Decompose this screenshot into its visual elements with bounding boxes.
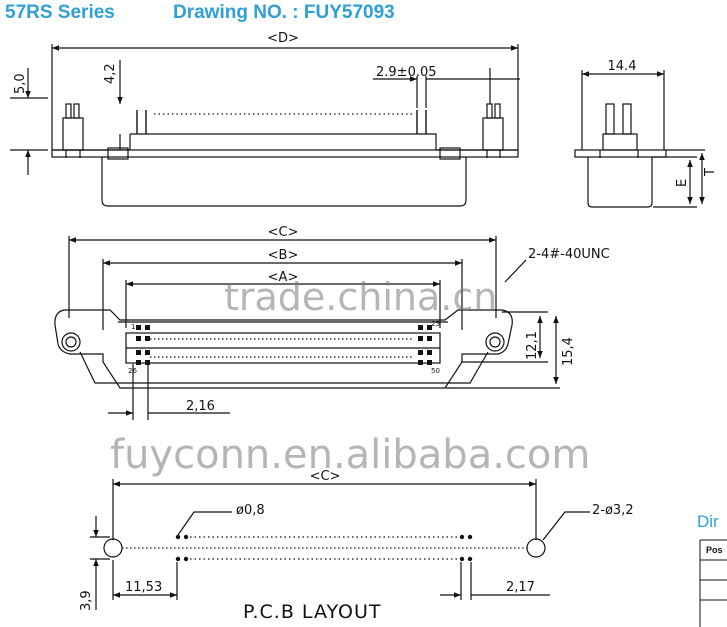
dim-2-16: 2,16 [186,399,215,414]
side-table-title: Dir [697,512,719,531]
front-view [10,44,520,207]
drawing-number: Drawing NO. : FUY57093 [173,2,395,23]
dim-14-4: 14.4 [608,59,637,74]
side-view [574,70,705,208]
series-title: 57RS Series [5,2,115,23]
dim-pitch: 2.9±0.05 [376,65,437,80]
dim-c: <C> [268,225,299,240]
dim-b: <B> [268,248,299,263]
pin-label-25: 25 [431,320,440,328]
pcb-holes [175,534,473,562]
dim-2-17: 2,17 [506,580,535,595]
pin-label-50: 50 [431,367,440,375]
pin-label-1: 1 [131,323,135,331]
dim-12-1: 12,1 [525,331,540,360]
dim-5: 5,0 [13,73,28,94]
dim-t: T [703,168,718,177]
dim-4-2: 4,2 [103,63,118,84]
dim-screw: 2-4#-40UNC [528,247,610,262]
side-table-header: Pos [706,545,723,555]
dim-d: <D> [267,31,299,46]
dim-hole-3-2: 2-ø3,2 [592,503,634,518]
watermark-trade: trade.china.cn [224,275,498,319]
dim-11-53: 11,53 [125,580,162,595]
plan-view [54,236,560,420]
dim-3-9: 3,9 [79,590,94,611]
dim-15-4: 15,4 [561,337,576,366]
dim-hole-0-8: ø0,8 [236,503,265,518]
dim-a: <A> [268,270,299,285]
dim-c-pcb: <C> [310,469,341,484]
pcb-layout-title: P.C.B LAYOUT [243,601,382,623]
dim-e: E [675,179,690,187]
side-table [699,539,727,627]
pin-label-26: 26 [128,367,137,375]
pcb-layout [90,479,590,610]
contact-pads [136,325,432,365]
watermark-fuyconn: fuyconn.en.alibaba.com [110,432,591,478]
